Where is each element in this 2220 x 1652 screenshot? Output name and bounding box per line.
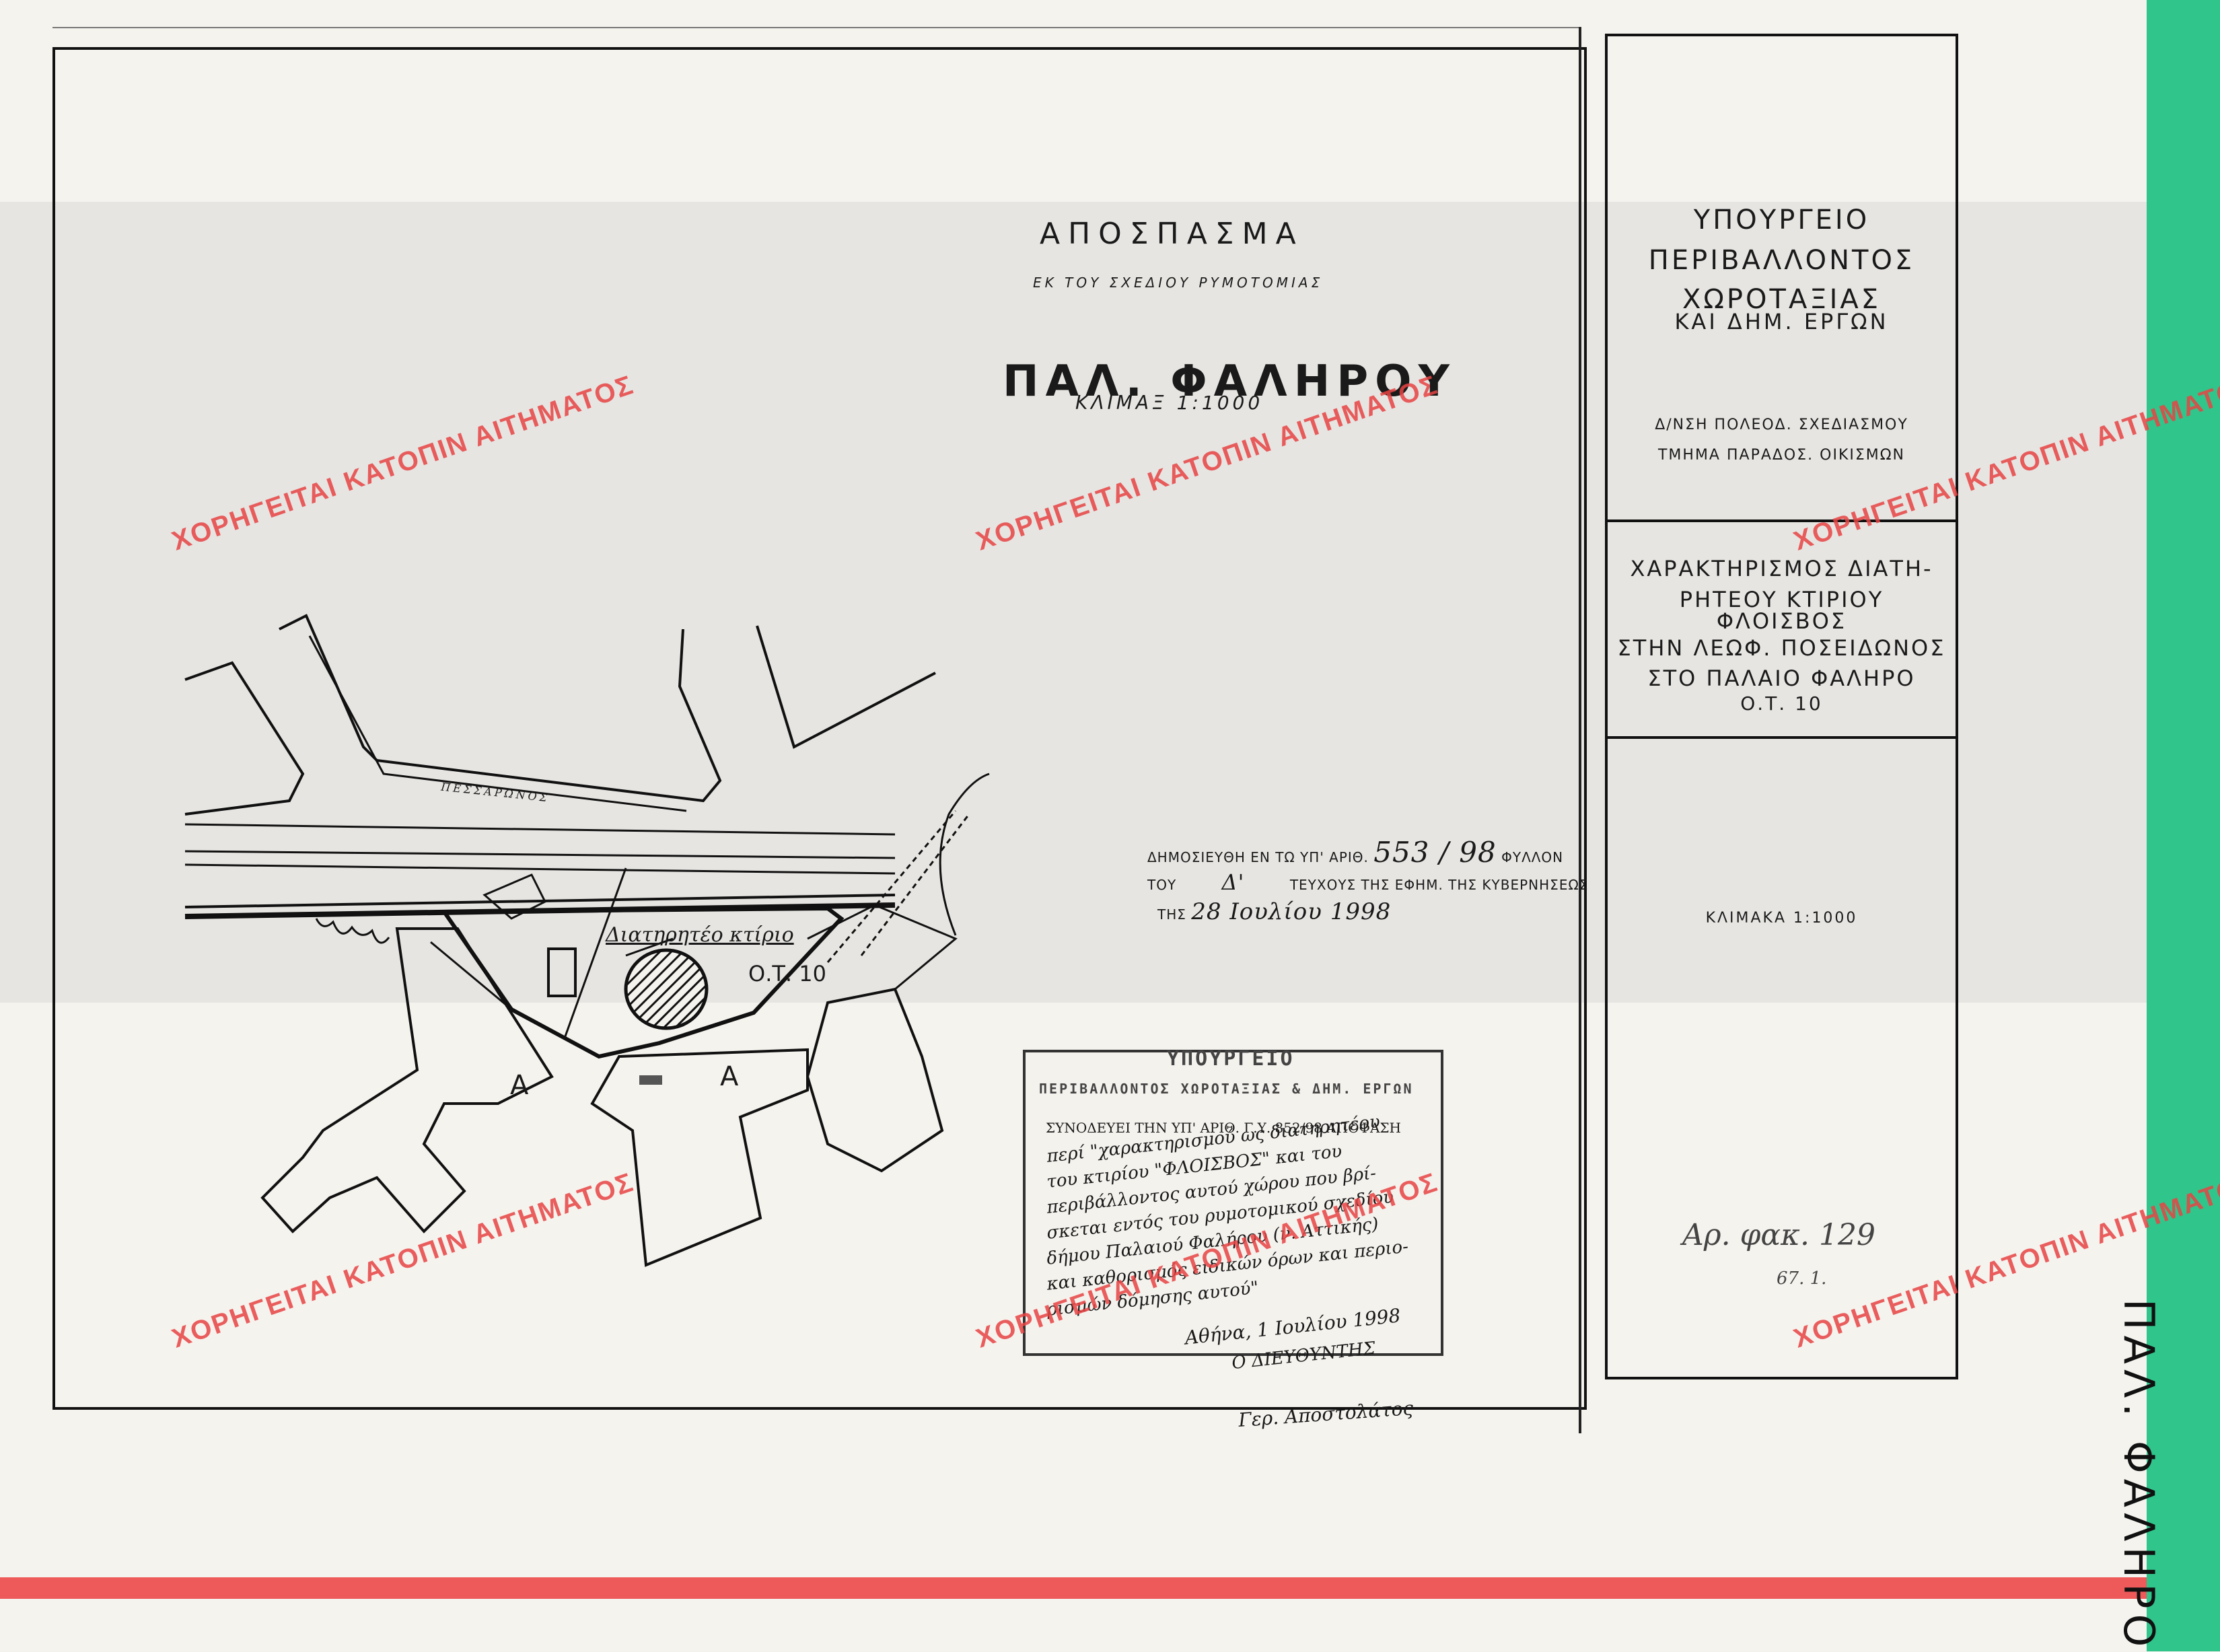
- jetty-left: [260, 927, 554, 1233]
- road-line-1: [184, 823, 896, 836]
- frame-divider: [1579, 27, 1581, 1433]
- building-label: Διατηρητέο κτίριο: [606, 923, 794, 947]
- preserved-building-icon: [624, 948, 709, 1030]
- subject-line-3: ΦΛΟΙΣΒΟΣ: [1716, 608, 1847, 634]
- publication-issue: Δ': [1221, 869, 1245, 895]
- subject-line-6: Ο.Τ. 10: [1740, 692, 1823, 715]
- block-ot10: [440, 906, 845, 1059]
- curve-path: [939, 773, 990, 936]
- extract-heading: ΑΠΟΣΠΑΣΜΑ: [1040, 217, 1304, 251]
- road-line-2: [184, 850, 896, 859]
- jetty-middle: [590, 1048, 809, 1267]
- file-note-line-2: 67. 1.: [1777, 1268, 1827, 1289]
- drawing-frame: [52, 47, 1587, 1410]
- path-line-2: [860, 814, 970, 956]
- shore-texture: [315, 918, 390, 944]
- extract-scale: ΚΛΙΜΑΞ 1:1000: [1075, 392, 1264, 414]
- zone-a-right: Α: [720, 1061, 739, 1092]
- steps-marker: [639, 1075, 662, 1085]
- upper-block-right: [756, 625, 936, 749]
- kiosk: [482, 873, 547, 920]
- leader-line: [564, 867, 627, 1037]
- ministry-dept-1: Δ/ΝΣΗ ΠΟΛΕΟΔ. ΣΧΕΔΙΑΣΜΟΥ: [1655, 417, 1908, 433]
- panel-divider-2: [1608, 736, 1956, 739]
- approval-stamp: ΥΠΟΥΡΓΕΙΟ ΠΕΡΙΒΑΛΛΟΝΤΟΣ ΧΩΡΟΤΑΞΙΑΣ & ΔΗΜ…: [1023, 1047, 1443, 1356]
- publication-line-2: ΤΟΥ Δ' ΤΕΥΧΟΥΣ ΤΗΣ ΕΦΗΜ. ΤΗΣ ΚΥΒΕΡΝΗΣΕΩΣ: [1147, 869, 1589, 895]
- stamp-text-1: ΣΥΝΟΔΕΥΕΙ ΤΗΝ ΥΠ' ΑΡΙΘ. Γ.Υ. 852/98 ΑΠΟΦ…: [1046, 1120, 1401, 1136]
- file-note-line-1: Αρ. φακ. 129: [1682, 1218, 1875, 1252]
- upper-block-left: [184, 661, 305, 816]
- path-line-1: [826, 810, 957, 963]
- zone-a-left: Α: [510, 1070, 529, 1101]
- title-panel: ΥΠΟΥΡΓΕΙΟ ΠΕΡΙΒΑΛΛΟΝΤΟΣ ΧΩΡΟΤΑΞΙΑΣ ΚΑΙ Δ…: [1605, 34, 1958, 1379]
- side-label: ΠΑΛ. ΦΑΛΗΡΟ: [2114, 1299, 2163, 1652]
- ministry-line-1: ΥΠΟΥΡΓΕΙΟ: [1693, 205, 1870, 236]
- subject-line-2: ΡΗΤΕΟΥ ΚΤΙΡΙΟΥ: [1679, 587, 1884, 612]
- small-structure: [547, 947, 577, 997]
- green-file-tab: [2147, 0, 2220, 1651]
- scan-band: [0, 202, 2147, 1003]
- ministry-line-2: ΠΕΡΙΒΑΛΛΟΝΤΟΣ: [1648, 245, 1915, 276]
- road-line-3: [184, 863, 896, 875]
- ministry-dept-2: ΤΜΗΜΑ ΠΑΡΑΔΟΣ. ΟΙΚΙΣΜΩΝ: [1657, 447, 1906, 464]
- building-leader: [625, 937, 674, 957]
- extract-subheading: ΕΚ ΤΟΥ ΣΧΕΔΙΟΥ ΡΥΜΟΤΟΜΙΑΣ: [1033, 275, 1324, 291]
- top-border-line: [52, 27, 1580, 28]
- stamp-head-2: ΠΕΡΙΒΑΛΛΟΝΤΟΣ ΧΩΡΟΤΑΞΙΑΣ & ΔΗΜ. ΕΡΓΩΝ: [1039, 1081, 1414, 1097]
- panel-divider-1: [1608, 519, 1956, 522]
- publication-number: 553 / 98: [1373, 836, 1497, 869]
- ministry-line-4: ΚΑΙ ΔΗΜ. ΕΡΓΩΝ: [1674, 309, 1889, 334]
- block-edge-line: [430, 941, 512, 1011]
- extract-place: ΠΑΛ. ΦΑΛΗΡΟΥ: [1003, 357, 1456, 406]
- panel-scale: ΚΛΙΜΑΚΑ 1:1000: [1705, 910, 1858, 927]
- subject-line-1: ΧΑΡΑΚΤΗΡΙΣΜΟΣ ΔΙΑΤΗ-: [1630, 556, 1933, 581]
- road-line-4: [184, 894, 896, 908]
- publication-date: 28 Ιουλίου 1998: [1191, 898, 1392, 925]
- jetty-right: [805, 987, 944, 1173]
- subject-line-5: ΣΤΟ ΠΑΛΑΙΟ ΦΑΛΗΡΟ: [1647, 666, 1916, 691]
- ministry-line-3: ΧΩΡΟΤΑΞΙΑΣ: [1682, 284, 1882, 315]
- block-label: Ο.Τ. 10: [748, 961, 826, 986]
- upper-block-inner: [308, 635, 687, 812]
- stamp-head-1: ΥΠΟΥΡΓΕΙΟ: [1167, 1047, 1295, 1071]
- red-edge-stripe: [0, 1577, 2147, 1599]
- publication-line-1: ΔΗΜΟΣΙΕΥΘΗ ΕΝ ΤΩ ΥΠ' ΑΡΙΘ. 553 / 98 ΦΥΛΛ…: [1147, 836, 1564, 869]
- publication-line-3: ΤΗΣ 28 Ιουλίου 1998: [1157, 898, 1392, 925]
- upper-block-middle: [279, 614, 722, 803]
- pier-outline: [807, 904, 958, 991]
- subject-line-4: ΣΤΗΝ ΛΕΩΦ. ΠΟΣΕΙΔΩΝΟΣ: [1617, 635, 1946, 661]
